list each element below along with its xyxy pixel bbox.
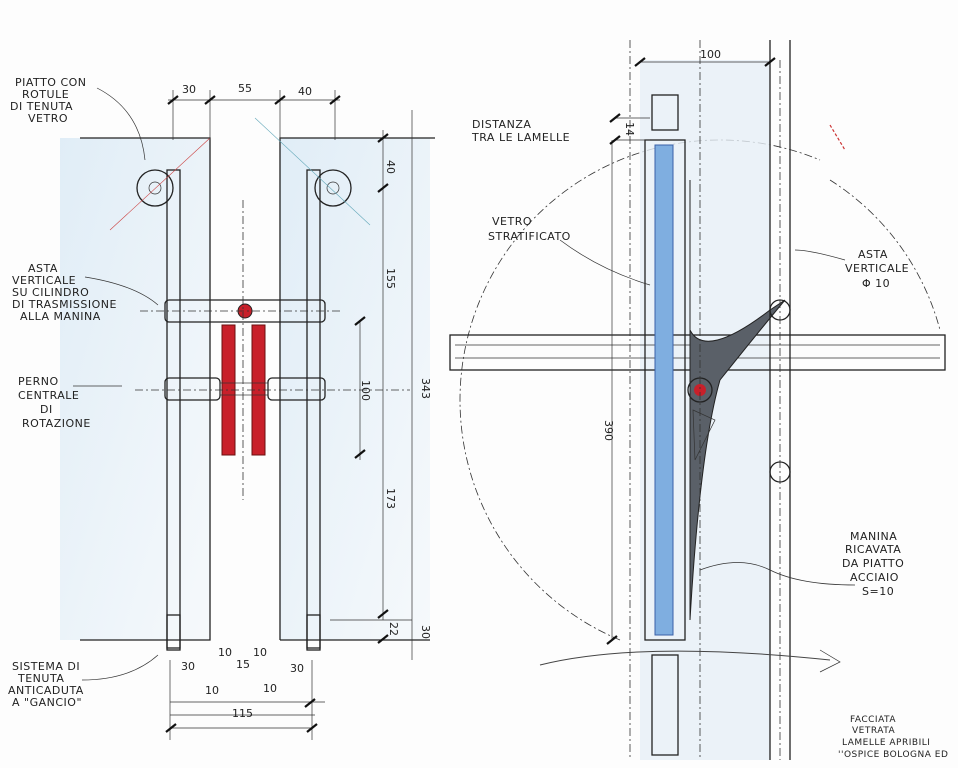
svg-text:VETRATA: VETRATA: [852, 726, 895, 736]
svg-text:VERTICALE: VERTICALE: [845, 262, 909, 275]
svg-text:STRATIFICATO: STRATIFICATO: [488, 230, 571, 243]
svg-text:PIATTO CON: PIATTO CON: [15, 76, 87, 89]
svg-text:10: 10: [218, 646, 232, 659]
caption: FACCIATA VETRATA LAMELLE APRIBILI ''OSPI…: [838, 715, 948, 760]
dim-30: 30: [182, 83, 196, 96]
svg-text:DI TENUTA: DI TENUTA: [10, 100, 73, 113]
rotule-right: [314, 169, 352, 207]
svg-text:DISTANZA: DISTANZA: [472, 118, 531, 131]
svg-text:30: 30: [290, 662, 304, 675]
label-pivot: PERNO CENTRALE DI ROTAZIONE: [18, 375, 91, 430]
svg-text:100: 100: [359, 380, 372, 401]
svg-text:TENUTA: TENUTA: [17, 672, 64, 685]
svg-text:ROTULE: ROTULE: [22, 88, 69, 101]
pivot-red-dot-right: [694, 384, 706, 396]
svg-text:S=10: S=10: [862, 585, 894, 598]
svg-text:ANTICADUTA: ANTICADUTA: [8, 684, 84, 697]
steel-handle: [689, 180, 786, 621]
vertical-bar-right: [306, 169, 321, 649]
svg-text:SU CILINDRO: SU CILINDRO: [12, 286, 89, 299]
svg-text:SISTEMA DI: SISTEMA DI: [12, 660, 80, 673]
label-vertical-rod: ASTA VERTICALE Φ 10: [845, 248, 909, 290]
dim-390: 390: [602, 420, 615, 441]
svg-text:TRA LE LAMELLE: TRA LE LAMELLE: [471, 131, 570, 144]
svg-text:10: 10: [253, 646, 267, 659]
right-view: 100 DISTANZA TRA LE LAMELLE 14 VETRO STR…: [449, 40, 948, 760]
svg-text:MANINA: MANINA: [850, 530, 897, 543]
svg-text:ASTA: ASTA: [858, 248, 888, 261]
svg-text:ACCIAIO: ACCIAIO: [850, 571, 899, 584]
svg-text:115: 115: [232, 707, 253, 720]
svg-text:ROTAZIONE: ROTAZIONE: [22, 417, 91, 430]
dims-bottom: 30 10 10 15 10 10 30 115: [181, 646, 304, 720]
svg-text:DA PIATTO: DA PIATTO: [842, 557, 904, 570]
svg-text:FACCIATA: FACCIATA: [850, 715, 896, 725]
svg-text:30: 30: [419, 625, 432, 639]
svg-text:10: 10: [205, 684, 219, 697]
svg-text:10: 10: [263, 682, 277, 695]
svg-text:40: 40: [384, 160, 397, 174]
svg-text:A "GANCIO": A "GANCIO": [12, 696, 82, 709]
transmission-cylinder: [164, 299, 326, 323]
svg-text:DI TRASMISSIONE: DI TRASMISSIONE: [12, 298, 117, 311]
dim-100: 100: [700, 48, 721, 61]
svg-text:CENTRALE: CENTRALE: [18, 389, 79, 402]
dim-40: 40: [298, 85, 312, 98]
svg-text:15: 15: [236, 658, 250, 671]
svg-text:DI: DI: [40, 403, 53, 416]
svg-text:RICAVATA: RICAVATA: [845, 543, 901, 556]
dims-right: 40 155 100 343 173 22 30: [359, 160, 432, 639]
label-handle: MANINA RICAVATA DA PIATTO ACCIAIO S=10: [842, 530, 904, 598]
dim-14: 14: [623, 122, 636, 136]
svg-text:''OSPICE BOLOGNA ED: ''OSPICE BOLOGNA ED: [838, 750, 948, 760]
svg-text:173: 173: [384, 488, 397, 509]
glass-panel-left: [60, 138, 210, 640]
svg-text:Φ 10: Φ 10: [862, 277, 890, 290]
svg-text:22: 22: [387, 622, 400, 636]
label-hook: SISTEMA DI TENUTA ANTICADUTA A "GANCIO": [8, 660, 84, 709]
laminated-glass: [654, 144, 674, 636]
label-plate: PIATTO CON ROTULE DI TENUTA VETRO: [10, 76, 87, 125]
svg-text:VETRO: VETRO: [492, 215, 532, 228]
svg-text:ALLA MANINA: ALLA MANINA: [20, 310, 101, 323]
svg-text:ASTA: ASTA: [28, 262, 58, 275]
vertical-bar-left: [166, 169, 181, 649]
label-distance: DISTANZA TRA LE LAMELLE: [471, 118, 570, 144]
svg-text:LAMELLE APRIBILI: LAMELLE APRIBILI: [842, 738, 930, 748]
rotule-left: [136, 169, 174, 207]
glass-lamella-frame: [644, 139, 686, 641]
svg-text:VETRO: VETRO: [28, 112, 68, 125]
svg-text:343: 343: [419, 378, 432, 399]
label-rod: ASTA VERTICALE SU CILINDRO DI TRASMISSIO…: [12, 262, 117, 323]
glass-panel-right: [280, 138, 430, 640]
svg-text:30: 30: [181, 660, 195, 673]
upper-lamella: [651, 94, 679, 131]
svg-text:PERNO: PERNO: [18, 375, 59, 388]
left-view: PIATTO CON ROTULE DI TENUTA VETRO ASTA V…: [8, 76, 435, 740]
dim-55: 55: [238, 82, 252, 95]
label-glass: VETRO STRATIFICATO: [488, 215, 571, 243]
svg-text:155: 155: [384, 268, 397, 289]
lower-lamella: [651, 654, 679, 756]
svg-text:VERTICALE: VERTICALE: [12, 274, 76, 287]
